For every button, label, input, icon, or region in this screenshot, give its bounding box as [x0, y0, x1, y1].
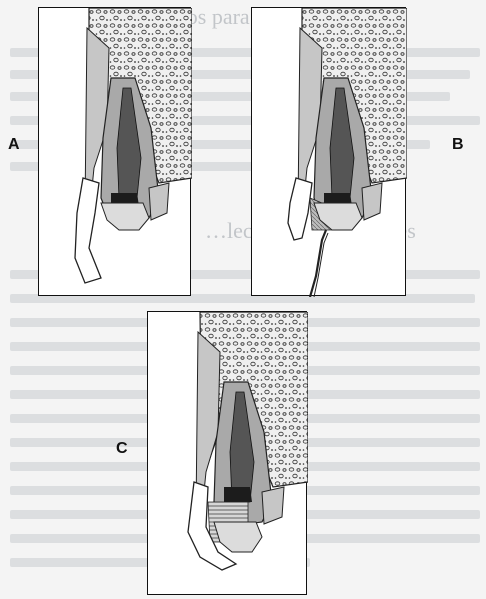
tooth-diagram-c [148, 312, 308, 596]
tooth-diagram-b [252, 8, 407, 297]
panel-label-b: B [452, 136, 464, 154]
panel-label-c: C [116, 440, 128, 458]
tooth-diagram-a [39, 8, 192, 297]
figure-panel-a [38, 7, 191, 296]
figure-panel-c [147, 311, 307, 595]
figure-panel-b [251, 7, 406, 296]
panel-label-a: A [8, 136, 20, 154]
